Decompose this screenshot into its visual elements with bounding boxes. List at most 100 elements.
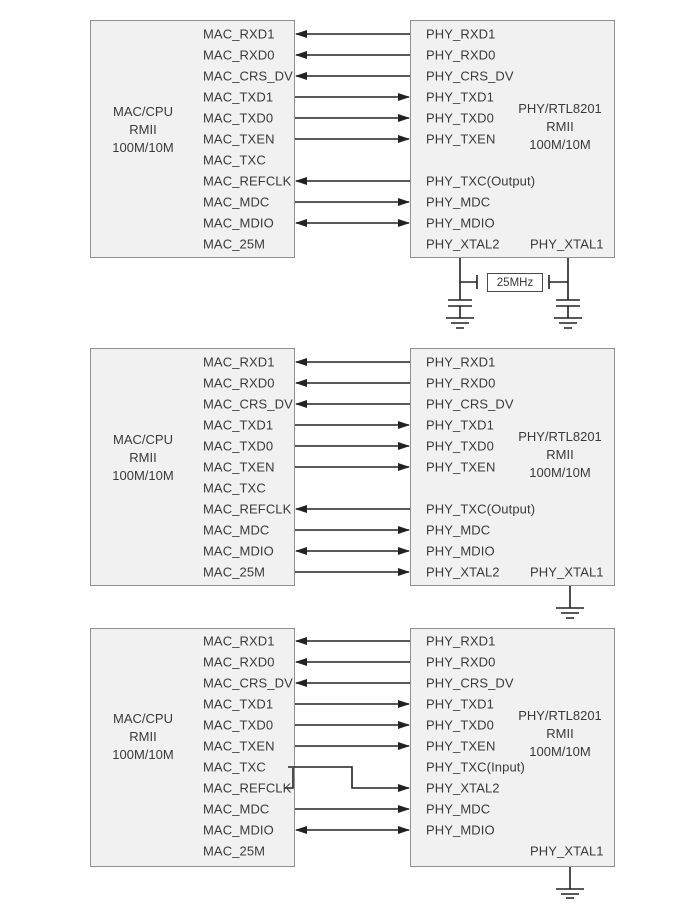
ground-symbol bbox=[556, 867, 584, 899]
phy-pin: PHY_RXD1 bbox=[426, 633, 496, 649]
phy-pin: PHY_CRS_DV bbox=[426, 68, 514, 84]
phy-pin: PHY_TXC(Output) bbox=[426, 501, 536, 517]
mac-pin: MAC_TXC bbox=[203, 480, 266, 496]
mac-pin: MAC_REFCLK bbox=[203, 501, 292, 517]
phy-title: PHY/RTL8201 RMII 100M/10M bbox=[505, 428, 615, 482]
ground-symbol bbox=[556, 586, 584, 619]
mac-pin: MAC_TXD0 bbox=[203, 110, 274, 126]
mac-pin: MAC_TXD1 bbox=[203, 89, 274, 105]
mac-pin: MAC_MDIO bbox=[203, 215, 274, 231]
phy-pin: PHY_RXD0 bbox=[426, 47, 496, 63]
phy-pin: PHY_TXD1 bbox=[426, 696, 494, 712]
phy-pin: PHY_TXD0 bbox=[426, 438, 494, 454]
phy-pin: PHY_XTAL2 bbox=[426, 236, 500, 252]
phy-title: PHY/RTL8201 RMII 100M/10M bbox=[505, 100, 615, 154]
phy-pin: PHY_MDIO bbox=[426, 543, 495, 559]
phy-pin: PHY_TXD1 bbox=[426, 417, 494, 433]
phy-pin: PHY_RXD0 bbox=[426, 375, 496, 391]
capacitor-symbol bbox=[556, 299, 580, 307]
d1-signal-wires bbox=[295, 30, 410, 227]
mac-pin: MAC_REFCLK bbox=[203, 173, 292, 189]
phy-xtal1-pin: PHY_XTAL1 bbox=[530, 843, 604, 859]
phy-title-line: 100M/10M bbox=[529, 465, 591, 480]
phy-pin: PHY_TXC(Input) bbox=[426, 759, 525, 775]
phy-pin: PHY_CRS_DV bbox=[426, 396, 514, 412]
mac-pin: MAC_RXD0 bbox=[203, 654, 275, 670]
mac-pin: MAC_RXD0 bbox=[203, 375, 275, 391]
crystal-circuit bbox=[446, 258, 582, 329]
mac-pin: MAC_TXEN bbox=[203, 459, 275, 475]
mac-box bbox=[90, 628, 295, 867]
xtal-leads bbox=[459, 258, 569, 300]
mac-pin: MAC_MDC bbox=[203, 522, 270, 538]
phy-pin: PHY_TXEN bbox=[426, 131, 496, 147]
crystal-symbol bbox=[460, 275, 568, 289]
phy-xtal1-pin: PHY_XTAL1 bbox=[530, 564, 604, 580]
mac-title-line: MAC/CPU bbox=[113, 711, 173, 726]
phy-title: PHY/RTL8201 RMII 100M/10M bbox=[505, 707, 615, 761]
mac-title: MAC/CPU RMII 100M/10M bbox=[88, 103, 198, 157]
mac-pin: MAC_CRS_DV bbox=[203, 675, 293, 691]
phy-box bbox=[410, 348, 615, 586]
phy-box bbox=[410, 628, 615, 867]
mac-title-line: RMII bbox=[129, 122, 157, 137]
mac-pin: MAC_25M bbox=[203, 236, 266, 252]
mac-pin: MAC_TXC bbox=[203, 152, 266, 168]
phy-title-line: PHY/RTL8201 bbox=[518, 101, 602, 116]
phy-pin: PHY_TXD0 bbox=[426, 110, 494, 126]
mac-pin: MAC_25M bbox=[203, 564, 266, 580]
mac-title-line: RMII bbox=[129, 729, 157, 744]
mac-pin: MAC_25M bbox=[203, 843, 266, 859]
mac-pin: MAC_MDC bbox=[203, 801, 270, 817]
phy-pin: PHY_MDC bbox=[426, 194, 491, 210]
mac-pin: MAC_CRS_DV bbox=[203, 396, 293, 412]
phy-pin: PHY_MDIO bbox=[426, 215, 495, 231]
mac-pin: MAC_MDIO bbox=[203, 543, 274, 559]
txc-to-xtal2-wire bbox=[288, 766, 410, 792]
mac-title-line: MAC/CPU bbox=[113, 432, 173, 447]
mac-title-line: MAC/CPU bbox=[113, 104, 173, 119]
capacitor-symbol bbox=[448, 299, 472, 307]
mac-pin: MAC_RXD1 bbox=[203, 26, 275, 42]
phy-box bbox=[410, 20, 615, 258]
phy-pin: PHY_XTAL2 bbox=[426, 780, 500, 796]
mac-pin: MAC_RXD0 bbox=[203, 47, 275, 63]
crystal-frequency-label: 25MHz bbox=[487, 273, 543, 292]
cap-ground-leads bbox=[459, 306, 569, 318]
phy-title-line: 100M/10M bbox=[529, 744, 591, 759]
phy-pin: PHY_RXD1 bbox=[426, 26, 496, 42]
phy-pin: PHY_MDC bbox=[426, 801, 491, 817]
phy-title-line: 100M/10M bbox=[529, 137, 591, 152]
ground-symbol bbox=[554, 317, 582, 329]
mac-box bbox=[90, 20, 295, 258]
phy-pin: PHY_TXD1 bbox=[426, 89, 494, 105]
d3-signal-wires bbox=[284, 637, 410, 834]
mac-pin: MAC_TXEN bbox=[203, 131, 275, 147]
phy-title-line: RMII bbox=[546, 447, 574, 462]
phy-pin: PHY_CRS_DV bbox=[426, 675, 514, 691]
mac-pin: MAC_MDC bbox=[203, 194, 270, 210]
mac-pin: MAC_RXD1 bbox=[203, 354, 275, 370]
phy-pin: PHY_MDIO bbox=[426, 822, 495, 838]
d2-signal-wires bbox=[295, 358, 410, 576]
mac-pin: MAC_TXD1 bbox=[203, 696, 274, 712]
phy-pin: PHY_XTAL2 bbox=[426, 564, 500, 580]
mac-pin: MAC_TXD1 bbox=[203, 417, 274, 433]
mac-pin: MAC_RXD1 bbox=[203, 633, 275, 649]
phy-title-line: RMII bbox=[546, 726, 574, 741]
refclk-tie-wire bbox=[284, 768, 294, 789]
mac-pin: MAC_CRS_DV bbox=[203, 68, 293, 84]
mac-box bbox=[90, 348, 295, 586]
d3-xtal1-ground bbox=[556, 867, 584, 899]
phy-pin: PHY_RXD1 bbox=[426, 354, 496, 370]
mac-pin: MAC_TXC bbox=[203, 759, 266, 775]
mac-title-line: 100M/10M bbox=[112, 140, 174, 155]
phy-title-line: RMII bbox=[546, 119, 574, 134]
phy-pin: PHY_TXC(Output) bbox=[426, 173, 536, 189]
mac-title: MAC/CPU RMII 100M/10M bbox=[88, 710, 198, 764]
phy-pin: PHY_TXD0 bbox=[426, 717, 494, 733]
mac-pin: MAC_TXD0 bbox=[203, 438, 274, 454]
phy-pin: PHY_TXEN bbox=[426, 738, 496, 754]
